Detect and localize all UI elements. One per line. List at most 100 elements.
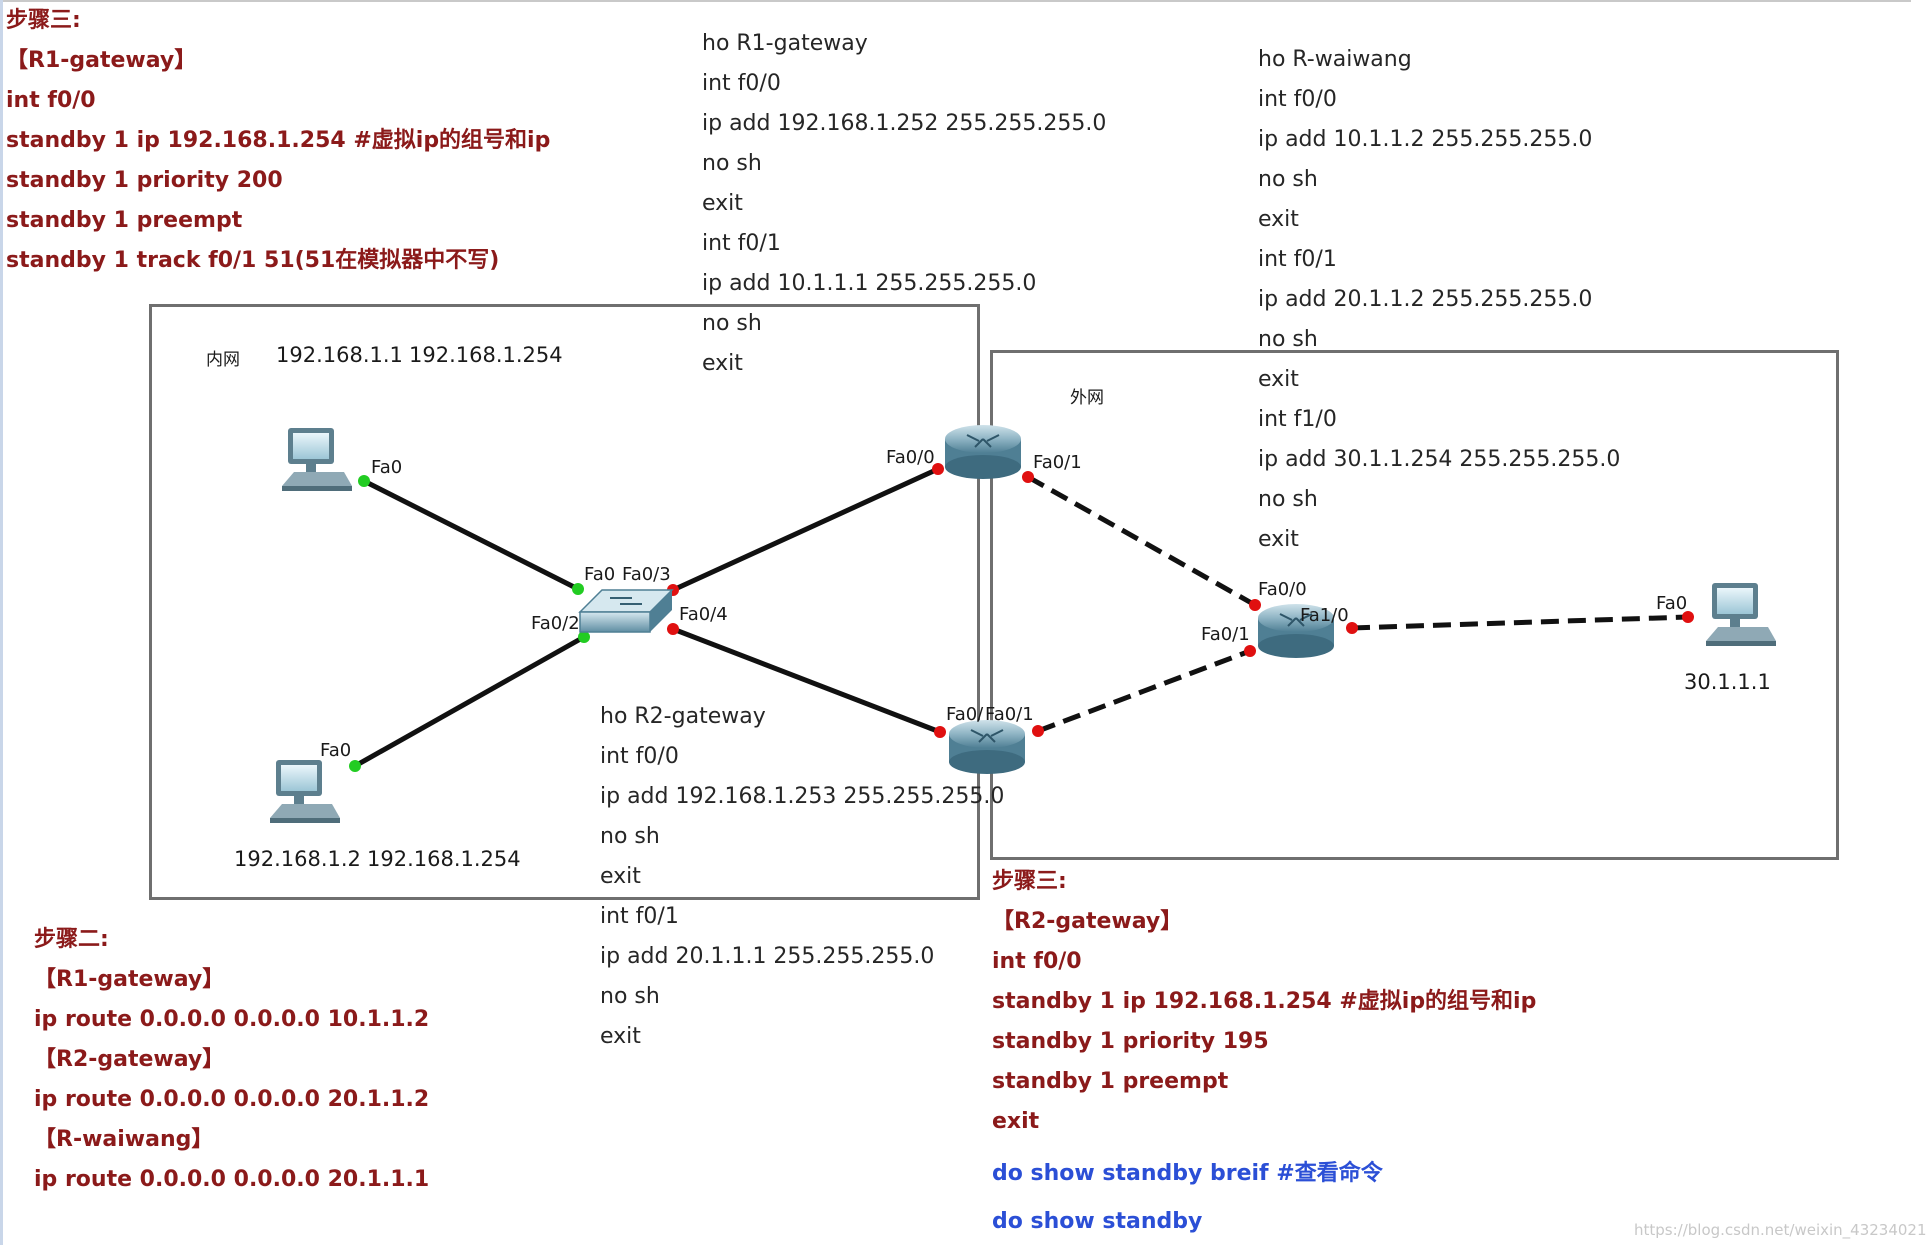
port-dot <box>1249 599 1261 611</box>
config-line: int f0/1 <box>702 231 781 256</box>
outer-network-zone <box>990 350 1839 860</box>
port-label: Fa0/1 <box>985 704 1034 725</box>
config-line: ip add 30.1.1.254 255.255.255.0 <box>1258 447 1621 472</box>
link-switch-r1 <box>671 466 940 593</box>
port-label: Fa0/3 <box>622 564 671 585</box>
config-line: ip add 20.1.1.1 255.255.255.0 <box>600 944 935 969</box>
step-line: 【R1-gateway】 <box>34 967 225 992</box>
top-border <box>0 0 1911 2</box>
port-dot <box>358 475 370 487</box>
config-line: exit <box>702 351 743 376</box>
step-line: int f0/0 <box>992 949 1082 974</box>
port-dot <box>1682 611 1694 623</box>
port-label: Fa0/1 <box>1033 452 1082 473</box>
watermark: https://blog.csdn.net/weixin_43234021 <box>1634 1221 1927 1239</box>
link-rwaiwang-pc3 <box>1351 614 1689 631</box>
port-dot <box>349 760 361 772</box>
config-line: int f0/1 <box>600 904 679 929</box>
config-line: exit <box>600 864 641 889</box>
port-dot <box>934 726 946 738</box>
port-dot <box>1346 622 1358 634</box>
step-heading: 步骤三: <box>6 8 81 33</box>
step-line: standby 1 ip 192.168.1.254 #虚拟ip的组号和ip <box>992 989 1537 1014</box>
step-line: exit <box>992 1109 1040 1134</box>
config-line: int f0/0 <box>702 71 781 96</box>
config-line: exit <box>1258 527 1299 552</box>
step-line: ip route 0.0.0.0 0.0.0.0 20.1.1.2 <box>34 1087 430 1112</box>
outer-zone-label: 外网 <box>1070 388 1104 408</box>
step-heading: 步骤三: <box>992 869 1067 894</box>
port-label: Fa0 <box>371 457 403 478</box>
config-line: no sh <box>600 984 660 1009</box>
pc2-ip-label: 192.168.1.2 <box>234 847 361 871</box>
port-label: Fa0/1 <box>1201 624 1250 645</box>
port-dot <box>1022 471 1034 483</box>
link-pc2-switch <box>353 634 586 769</box>
config-line: ip add 10.1.1.1 255.255.255.0 <box>702 271 1037 296</box>
port-label: Fa0 <box>584 564 616 585</box>
port-dot <box>667 623 679 635</box>
step-line: standby 1 preempt <box>6 208 243 233</box>
port-dot <box>572 583 584 595</box>
config-line: no sh <box>702 151 762 176</box>
step-heading: 步骤二: <box>34 927 109 952</box>
router-icon <box>1258 604 1334 658</box>
link-r2-rwaiwang <box>1037 648 1251 734</box>
show-command: do show standby <box>992 1209 1203 1234</box>
pc1-ip-label: 192.168.1.1 <box>276 343 403 367</box>
step-line: 【R2-gateway】 <box>992 909 1183 934</box>
config-line: no sh <box>1258 167 1318 192</box>
step-line: 【R2-gateway】 <box>34 1047 225 1072</box>
port-label: Fa0/2 <box>531 613 580 634</box>
config-line: exit <box>1258 367 1299 392</box>
port-label: Fa0 <box>1656 593 1688 614</box>
inner-network-zone <box>149 304 980 900</box>
pc-icon <box>282 428 352 491</box>
step-line: standby 1 track f0/1 51(51在模拟器中不写) <box>6 248 500 273</box>
port-label: Fa0 <box>320 740 352 761</box>
config-line: no sh <box>1258 327 1318 352</box>
port-label: Fa0/0 <box>1258 579 1307 600</box>
step-line: standby 1 ip 192.168.1.254 #虚拟ip的组号和ip <box>6 128 551 153</box>
inner-zone-label: 内网 <box>206 350 240 370</box>
step-line: standby 1 preempt <box>992 1069 1229 1094</box>
config-line: no sh <box>600 824 660 849</box>
pc-icon <box>270 760 340 823</box>
step-line: standby 1 priority 195 <box>992 1029 1269 1054</box>
port-label: Fa1/0 <box>1300 605 1349 626</box>
port-dot <box>1032 725 1044 737</box>
config-line: int f0/1 <box>1258 247 1337 272</box>
port-dot <box>578 631 590 643</box>
link-pc1-switch <box>362 478 580 592</box>
port-label: Fa0/ <box>946 704 984 725</box>
config-line: ip add 20.1.1.2 255.255.255.0 <box>1258 287 1593 312</box>
step-line: ip route 0.0.0.0 0.0.0.0 20.1.1.1 <box>34 1167 430 1192</box>
config-line: no sh <box>702 311 762 336</box>
config-line: ip add 192.168.1.252 255.255.255.0 <box>702 111 1107 136</box>
pc2-gateway-label: 192.168.1.254 <box>367 847 521 871</box>
config-line: no sh <box>1258 487 1318 512</box>
port-dot <box>1244 645 1256 657</box>
router-icon <box>949 720 1025 774</box>
config-line: int f1/0 <box>1258 407 1337 432</box>
step-line: ip route 0.0.0.0 0.0.0.0 10.1.1.2 <box>34 1007 430 1032</box>
config-line: exit <box>600 1024 641 1049</box>
config-line: exit <box>1258 207 1299 232</box>
config-line: ho R2-gateway <box>600 704 766 729</box>
switch-icon <box>578 589 674 633</box>
config-line: int f0/0 <box>1258 87 1337 112</box>
step-line: standby 1 priority 200 <box>6 168 283 193</box>
step-line: 【R-waiwang】 <box>34 1127 214 1152</box>
link-switch-r2 <box>672 626 941 735</box>
config-line: ho R-waiwang <box>1258 47 1412 72</box>
config-line: int f0/0 <box>600 744 679 769</box>
pc-icon <box>1706 583 1776 646</box>
port-dot <box>932 463 944 475</box>
router-icon <box>945 425 1021 479</box>
show-command: do show standby breif #查看命令 <box>992 1161 1383 1186</box>
step-line: 【R1-gateway】 <box>6 48 197 73</box>
port-label: Fa0/0 <box>886 447 935 468</box>
pc1-gateway-label: 192.168.1.254 <box>409 343 563 367</box>
config-line: ip add 192.168.1.253 255.255.255.0 <box>600 784 1005 809</box>
